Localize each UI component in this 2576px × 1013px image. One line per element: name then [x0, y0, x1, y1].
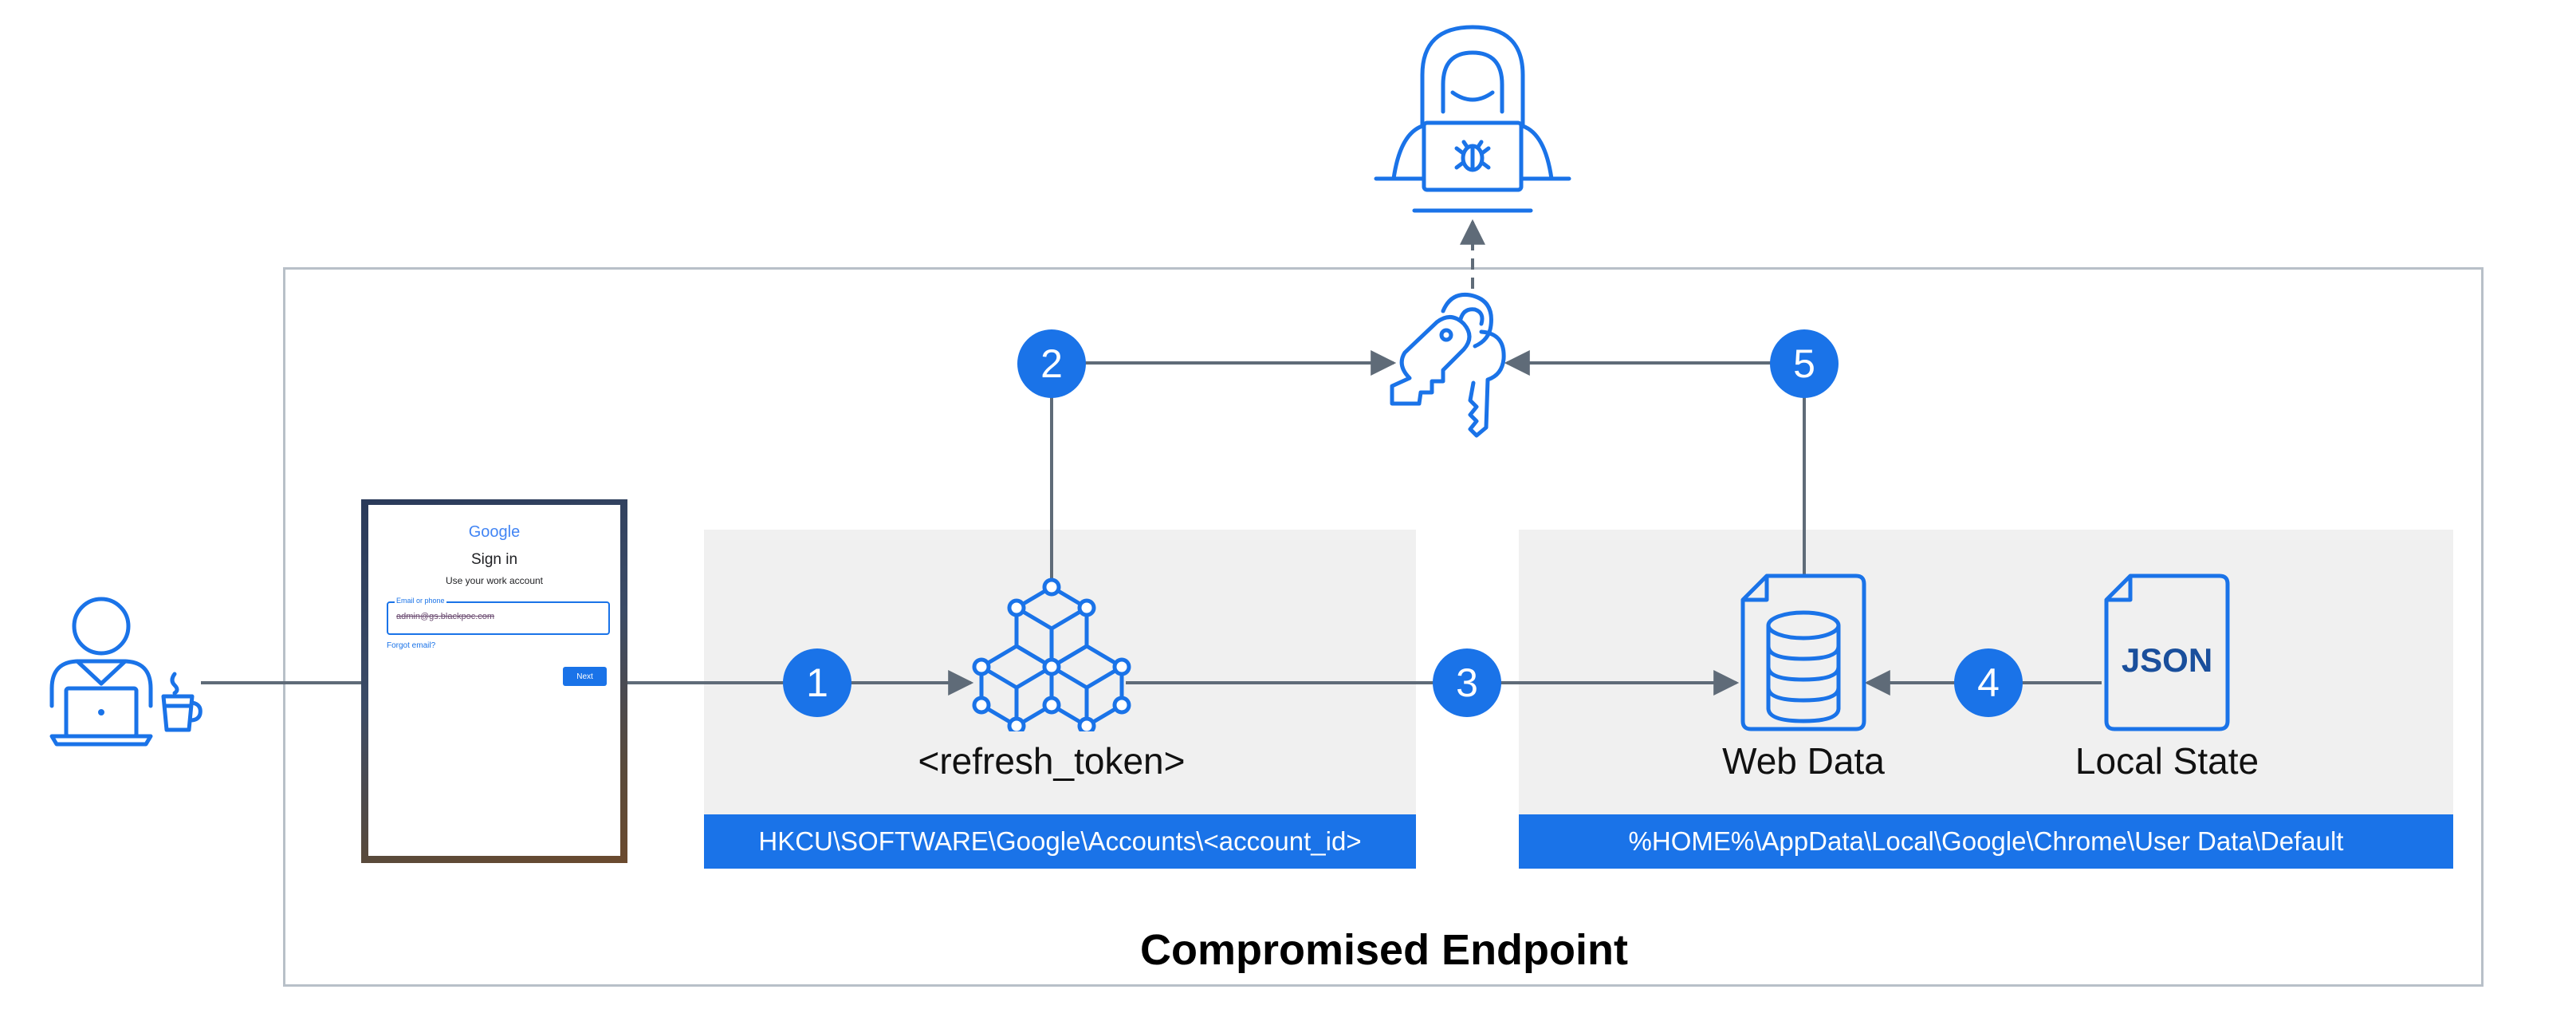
database-file-icon	[1740, 574, 1866, 731]
hacker-icon	[1374, 25, 1571, 213]
forgot-email-link[interactable]: Forgot email?	[387, 641, 436, 650]
step-3-badge: 3	[1433, 648, 1501, 717]
email-field-label: Email or phone	[395, 597, 446, 605]
step-4-badge: 4	[1954, 648, 2023, 717]
chrome-path-bar: %HOME%\AppData\Local\Google\Chrome\User …	[1519, 814, 2453, 869]
local-state-label: Local State	[2075, 740, 2259, 782]
next-button[interactable]: Next	[563, 667, 607, 686]
endpoint-boundary	[283, 267, 2484, 987]
endpoint-title: Compromised Endpoint	[1140, 926, 1628, 974]
refresh-token-label: <refresh_token>	[918, 740, 1186, 782]
step-5-badge: 5	[1770, 329, 1839, 398]
google-logo: Google	[468, 523, 521, 541]
cube-network-icon	[972, 577, 1131, 731]
email-field-value: admin@gs.blackpoc.com	[396, 612, 495, 621]
registry-path-bar: HKCU\SOFTWARE\Google\Accounts\<account_i…	[704, 814, 1416, 869]
signin-subtitle: Use your work account	[445, 575, 544, 586]
json-badge: JSON	[2121, 641, 2213, 679]
step-1-badge: 1	[783, 648, 851, 717]
web-data-label: Web Data	[1722, 740, 1885, 782]
json-file-icon	[2104, 574, 2230, 731]
keys-icon	[1390, 292, 1506, 438]
signin-title: Sign in	[470, 551, 518, 568]
user-laptop-icon	[49, 597, 203, 747]
signin-card: Google Sign in Use your work account Ema…	[368, 505, 620, 856]
email-field[interactable]: Email or phone admin@gs.blackpoc.com	[387, 597, 610, 635]
step-2-badge: 2	[1017, 329, 1086, 398]
signin-screenshot-frame: Google Sign in Use your work account Ema…	[361, 499, 627, 863]
